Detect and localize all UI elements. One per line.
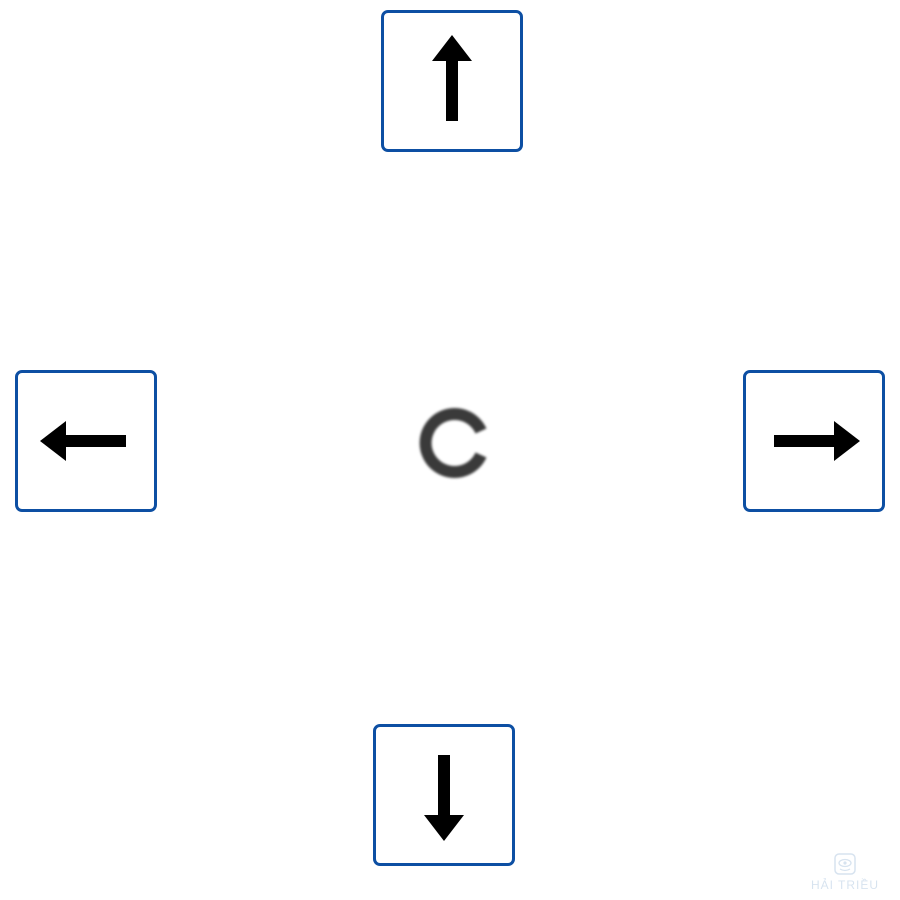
- watermark-text: HẢI TRIỀU: [810, 878, 880, 892]
- eye-hand-logo-icon: [834, 853, 856, 875]
- down-arrow-button[interactable]: [373, 724, 515, 866]
- up-arrow-button[interactable]: [381, 10, 523, 152]
- arrow-down-icon: [424, 755, 464, 841]
- watermark: HẢI TRIỀU: [798, 852, 892, 892]
- landolt-c-icon: [419, 408, 487, 478]
- arrow-up-icon: [432, 35, 472, 121]
- arrow-left-icon: [40, 421, 126, 461]
- arrow-right-icon: [774, 421, 860, 461]
- target-optotype: C: [418, 407, 490, 479]
- right-arrow-button[interactable]: [743, 370, 885, 512]
- left-arrow-button[interactable]: [15, 370, 157, 512]
